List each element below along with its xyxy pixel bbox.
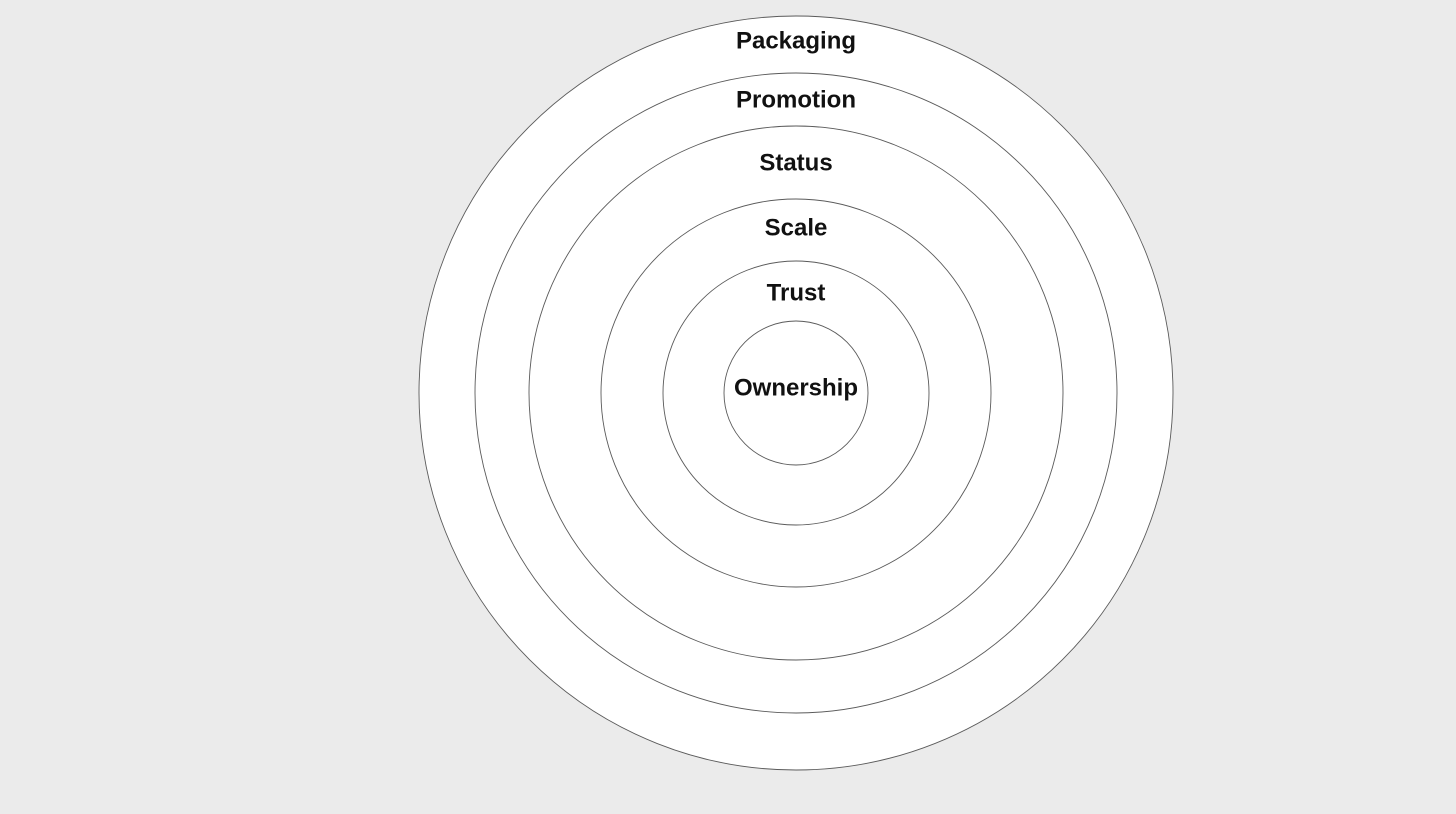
label-scale: Scale bbox=[765, 214, 828, 241]
label-status: Status bbox=[759, 149, 832, 176]
label-promotion: Promotion bbox=[736, 86, 856, 113]
label-packaging: Packaging bbox=[736, 27, 856, 54]
label-ownership: Ownership bbox=[734, 374, 858, 401]
label-trust: Trust bbox=[767, 279, 826, 306]
layer-ownership bbox=[723, 320, 869, 466]
ring-ownership bbox=[723, 320, 869, 466]
